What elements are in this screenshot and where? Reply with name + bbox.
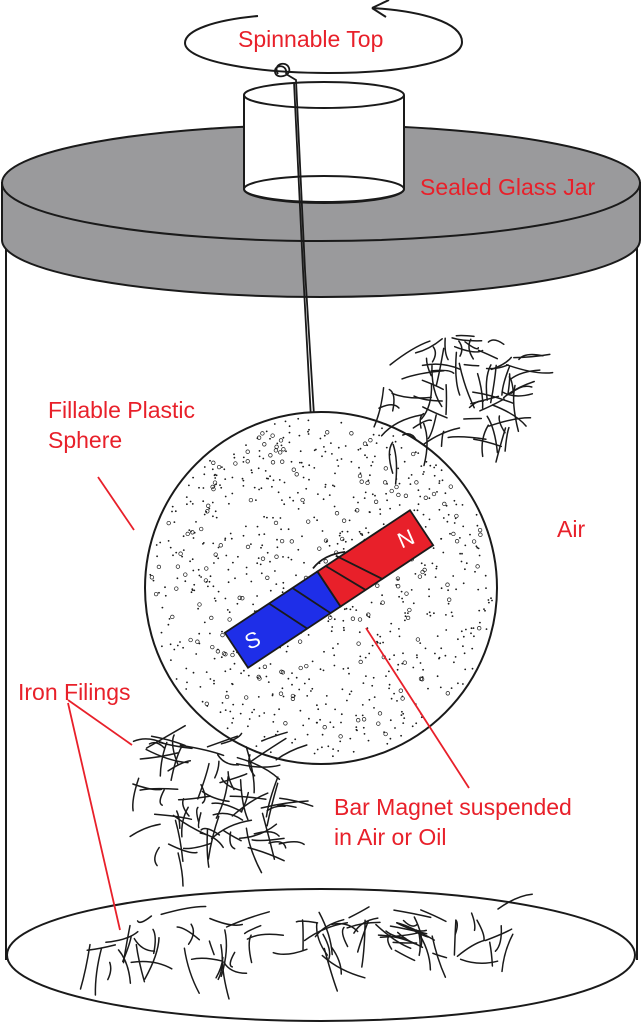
iron-filings-upper-clump <box>373 334 554 485</box>
jar-bottom <box>6 888 636 1022</box>
label-sealed-glass-jar: Sealed Glass Jar <box>420 174 596 200</box>
magnet-north-pole <box>316 508 435 608</box>
pointer-sphere <box>97 476 135 531</box>
label-bar-magnet: Bar Magnet suspended in Air or Oil <box>334 792 572 852</box>
label-fillable-sphere-line1: Fillable Plastic <box>48 397 195 423</box>
label-spinnable-top: Spinnable Top <box>238 26 384 52</box>
magnet-string-wraps <box>268 550 383 630</box>
pointer-filings-upper <box>67 699 133 746</box>
label-bar-magnet-line1: Bar Magnet suspended <box>334 794 572 820</box>
pointer-magnet <box>365 627 470 789</box>
label-fillable-sphere: Fillable Plastic Sphere <box>48 395 195 455</box>
label-air: Air <box>557 516 586 542</box>
sphere-speckle-texture <box>149 417 493 758</box>
pointer-lines <box>67 476 470 931</box>
rotation-arrow <box>183 0 464 75</box>
iron-filings <box>79 334 554 1000</box>
iron-filings-lower-clump <box>129 724 314 887</box>
label-iron-filings: Iron Filings <box>18 679 131 705</box>
iron-filings-bottom-pile <box>79 893 533 1000</box>
spinnable-top-cylinder <box>243 81 405 204</box>
label-bar-magnet-line2: in Air or Oil <box>334 824 447 850</box>
pointer-filings-lower <box>67 702 121 931</box>
bar-magnet: S N <box>223 508 435 670</box>
label-fillable-sphere-line2: Sphere <box>48 427 123 453</box>
